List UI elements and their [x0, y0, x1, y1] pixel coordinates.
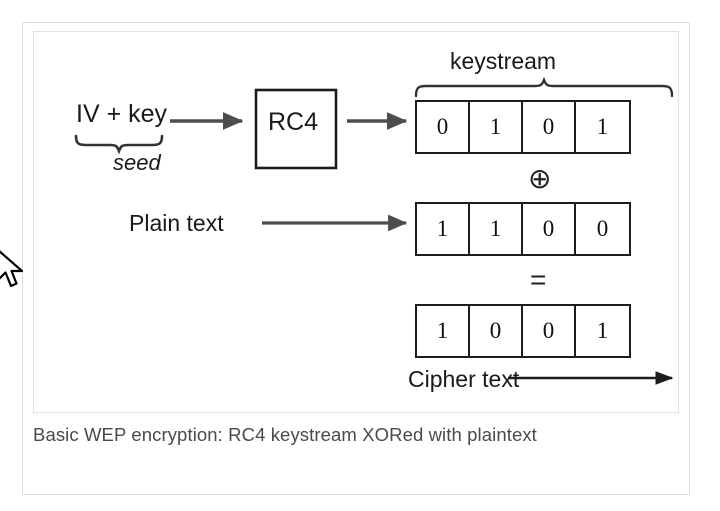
figure-caption: Basic WEP encryption: RC4 keystream XORe…	[33, 424, 537, 445]
label-seed: seed	[113, 150, 161, 175]
bit-row-ciphertext: 1 0 0 1	[415, 304, 631, 358]
diagram-image-box[interactable]: IV + key seed RC4 keystream Plain text C…	[33, 31, 679, 413]
bit-cell: 0	[523, 306, 576, 356]
bit-cell: 1	[596, 114, 609, 139]
rc4-block	[254, 88, 338, 170]
bit-cell: 1	[417, 306, 470, 356]
bit-cell: 0	[523, 102, 576, 152]
bit-cell: 0	[596, 216, 609, 241]
xor-operator-icon: ⊕	[528, 163, 552, 194]
bit-row-plaintext: 1 1 0 0	[415, 202, 631, 256]
bit-cell: 0	[470, 306, 523, 356]
bit-cell: 0	[417, 102, 470, 152]
keystream-brace-icon	[414, 76, 674, 98]
bit-cell: 0	[523, 204, 576, 254]
diagram-vector-layer	[74, 76, 674, 385]
equals-operator: =	[530, 264, 547, 295]
seed-brace-icon	[74, 134, 164, 155]
label-plain-text: Plain text	[129, 210, 224, 236]
bit-cell: 1	[417, 204, 470, 254]
bit-row-keystream: 0 1 0 1	[415, 100, 631, 154]
label-rc4-block: RC4	[268, 108, 319, 136]
bit-cell: 1	[470, 204, 523, 254]
label-cipher-text: Cipher text	[408, 366, 520, 392]
label-iv-plus-key: IV + key	[76, 100, 168, 128]
bit-cell: 1	[470, 102, 523, 152]
figure-thumbnail-frame[interactable]: IV + key seed RC4 keystream Plain text C…	[22, 22, 690, 495]
label-keystream: keystream	[450, 48, 557, 74]
bit-cell: 1	[596, 318, 609, 343]
